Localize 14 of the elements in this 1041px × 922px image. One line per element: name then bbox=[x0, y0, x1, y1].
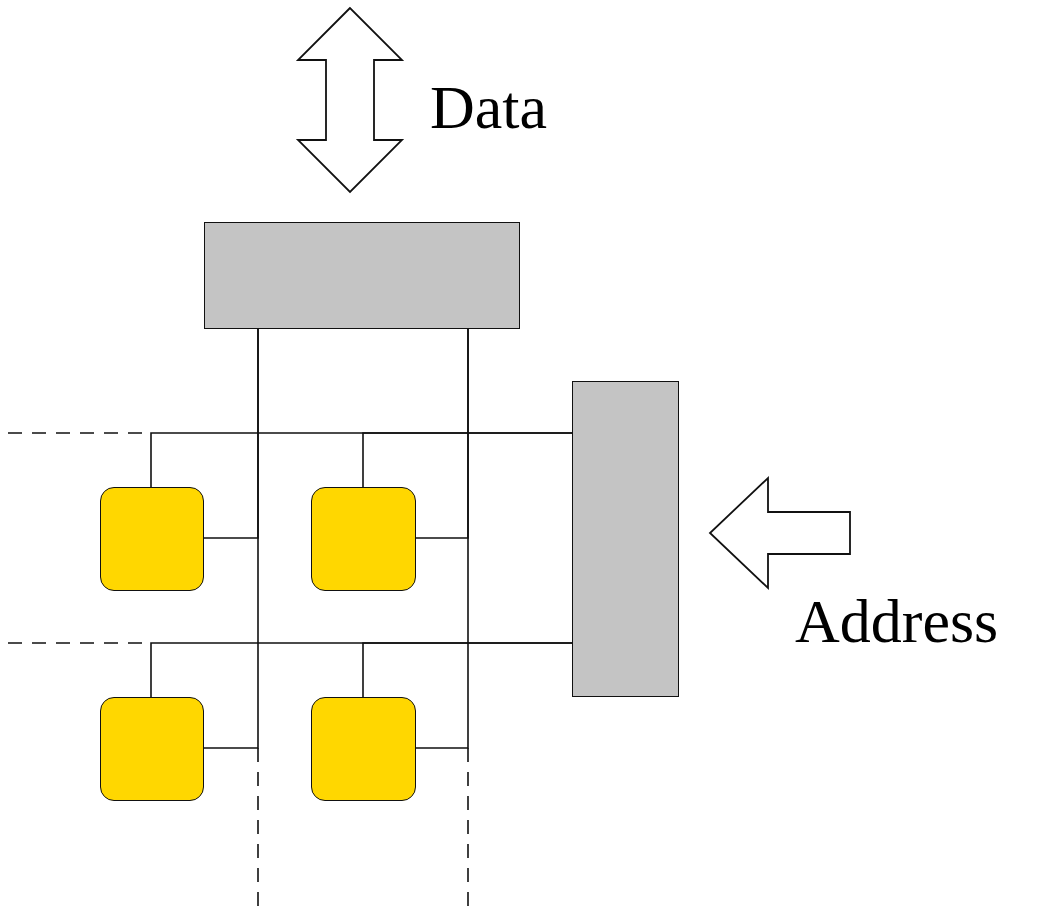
wire-line bbox=[362, 432, 573, 488]
signal-label: Address bbox=[795, 590, 999, 652]
memory-cell bbox=[311, 487, 416, 591]
wire-line bbox=[415, 328, 469, 749]
memory-cell bbox=[311, 697, 416, 801]
wire-line bbox=[203, 328, 259, 749]
address-decoder-box bbox=[572, 381, 679, 697]
data-register-box bbox=[204, 222, 520, 329]
memory-cell bbox=[100, 487, 204, 591]
signal-label: Data bbox=[430, 76, 548, 138]
memory-cell bbox=[100, 697, 204, 801]
block-arrow bbox=[295, 6, 405, 194]
wire-line bbox=[362, 642, 573, 698]
block-arrow bbox=[708, 475, 851, 591]
